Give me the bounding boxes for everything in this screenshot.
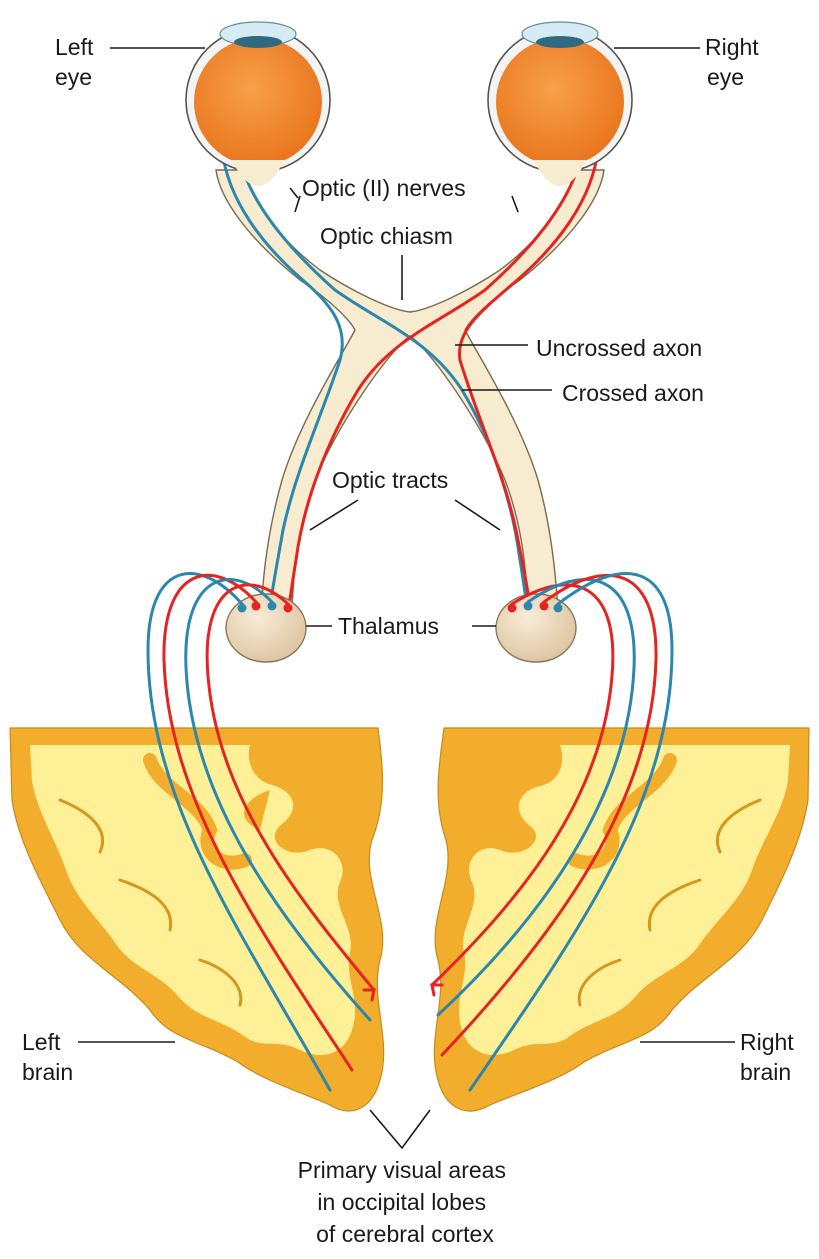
primary-visual-areas-label: Primary visual areas in occipital lobes … <box>298 1157 513 1247</box>
left-brain-label: Left brain <box>22 1029 73 1085</box>
optic-nerves-label: Optic (II) nerves <box>302 175 466 201</box>
right-brain-label: Right brain <box>740 1029 800 1085</box>
uncrossed-axon-label: Uncrossed axon <box>536 335 702 361</box>
right-eye-label-line1: Right <box>705 34 759 60</box>
left-brain-label-line1: Left <box>22 1029 61 1055</box>
left-eye-label-line1: Left <box>55 34 94 60</box>
optic-tracts-label: Optic tracts <box>332 467 448 493</box>
right-eye-label-line2: eye <box>707 64 744 90</box>
right-brain-label-line2: brain <box>740 1059 791 1085</box>
primary-visual-label-line2: in occipital lobes <box>317 1189 486 1215</box>
left-eye <box>186 22 330 186</box>
right-thalamus <box>496 594 576 662</box>
crossed-axon-label: Crossed axon <box>562 380 704 406</box>
primary-visual-label-line1: Primary visual areas <box>298 1157 506 1183</box>
optic-chiasm-label: Optic chiasm <box>320 223 453 249</box>
left-brain-label-line2: brain <box>22 1059 73 1085</box>
right-eye-label: Right eye <box>705 34 765 90</box>
left-thalamus <box>226 594 306 662</box>
primary-visual-label-line3: of cerebral cortex <box>316 1221 494 1247</box>
right-eye <box>488 22 632 186</box>
left-eye-label: Left eye <box>55 34 100 90</box>
thalamus-label: Thalamus <box>338 613 439 639</box>
left-eye-label-line2: eye <box>55 64 92 90</box>
right-brain-label-line1: Right <box>740 1029 794 1055</box>
